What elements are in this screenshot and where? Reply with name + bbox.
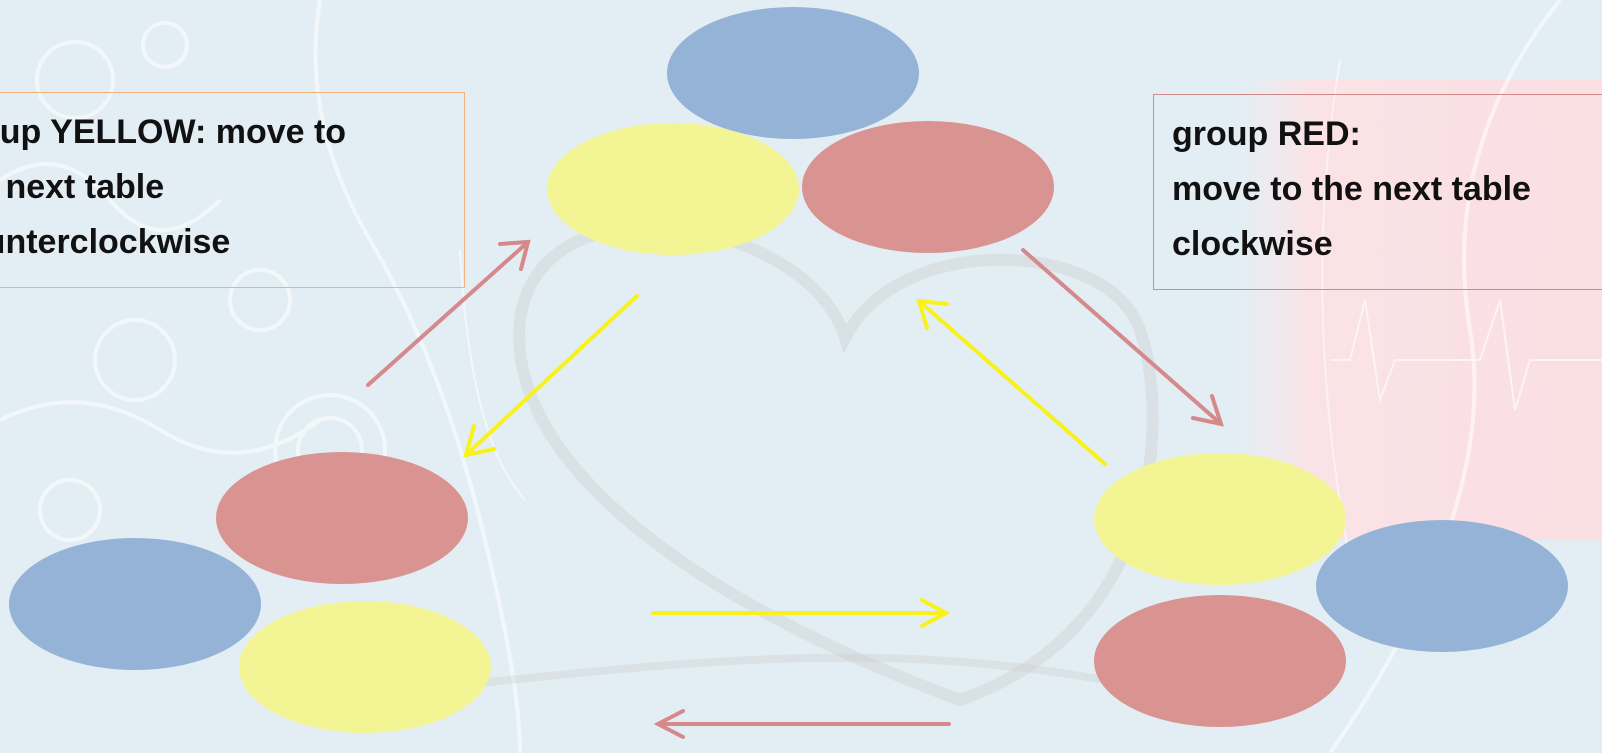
red-arrow-up-left	[366, 239, 531, 387]
group-red-instructions: group RED: move to the next table clockw…	[1153, 94, 1602, 290]
seat-blue	[667, 7, 919, 139]
group-yellow-instructions: group YELLOW: move to the next table cou…	[0, 92, 465, 288]
seat-red	[216, 452, 468, 584]
group-yellow-line-3: counterclockwise	[0, 223, 231, 261]
seat-yellow	[239, 601, 491, 733]
group-red-line-1: group RED:	[1172, 115, 1361, 153]
heart-tail	[479, 653, 1121, 687]
group-red-line-2: move to the next table	[1172, 170, 1531, 208]
seat-blue	[9, 538, 261, 670]
red-arrow-left	[653, 709, 951, 739]
table-top	[547, 7, 1054, 255]
seat-blue	[1316, 520, 1568, 652]
seat-red	[802, 121, 1054, 253]
table-bottom-left	[9, 452, 491, 733]
group-red-line-3: clockwise	[1172, 225, 1333, 263]
group-yellow-line-2: the next table	[0, 168, 165, 206]
seat-red	[1094, 595, 1346, 727]
seat-yellow	[547, 123, 799, 255]
group-yellow-line-1: group YELLOW: move to	[0, 113, 347, 151]
yellow-arrow-right	[651, 598, 951, 628]
heart-outline	[513, 221, 1159, 707]
table-bottom-right	[1094, 453, 1568, 727]
yellow-arrow-down-left	[463, 294, 639, 458]
seat-yellow	[1094, 453, 1346, 585]
yellow-arrow-up-left	[916, 298, 1107, 466]
red-arrow-down-right	[1021, 248, 1224, 427]
